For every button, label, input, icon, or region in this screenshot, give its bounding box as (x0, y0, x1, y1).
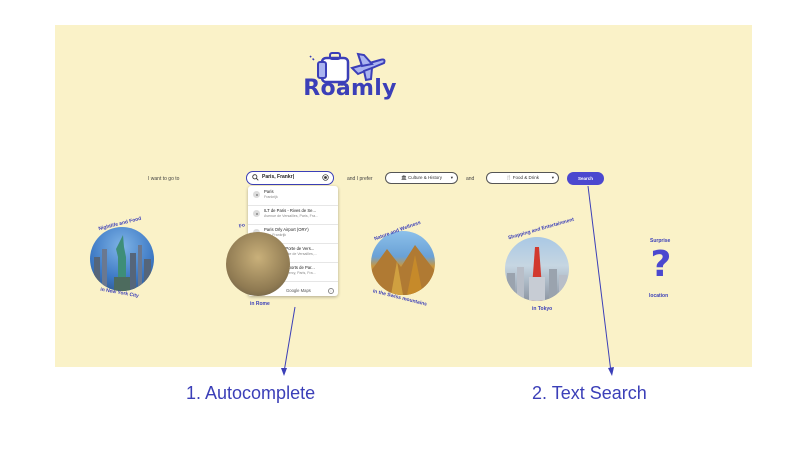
suggestion-subtitle: Frankrijk (264, 195, 278, 199)
preference-select-1-value: 🏛 Culture & History (401, 175, 442, 180)
suggestion-title: Paris Expo Porte de Vers... (264, 246, 315, 251)
google-maps-attribution: Google Maps (286, 288, 311, 293)
suggestion-subtitle: Place de la Porte de Versailles,... (264, 252, 317, 256)
destination-search-input[interactable]: Paris, Frankr| (246, 171, 334, 185)
skyline-icon (94, 235, 151, 291)
suggestion-title: Paris Orly Airport (ORY) (264, 227, 309, 232)
search-icon (252, 174, 259, 181)
autocomplete-suggestion[interactable]: Paris Frankrijk (248, 186, 338, 206)
card-bottom-label: location (649, 293, 669, 299)
suggestion-subtitle: Orly, Frankrijk (264, 233, 287, 237)
arrow-head-icon (281, 368, 287, 376)
suggestion-title: ILT de Paris - Rives de Se... (264, 208, 316, 213)
suggestion-subtitle: Boulevard de Bercy, Paris, Fra... (264, 271, 316, 275)
preference-select-2[interactable]: 🍴 Food & Drink ▾ (486, 172, 559, 184)
app-screenshot-panel (55, 25, 752, 367)
chevron-down-icon: ▾ (450, 175, 453, 180)
card-bottom-label: in Tokyo (532, 306, 553, 312)
tokyo-photo (505, 237, 569, 301)
arrow-head-icon (608, 367, 614, 376)
question-mark-icon: ? (650, 244, 672, 285)
info-icon[interactable]: i (328, 288, 334, 294)
new-york-photo (90, 227, 154, 291)
annotation-autocomplete: 1. Autocomplete (186, 383, 316, 403)
card-bottom-label: in Rome (250, 301, 270, 307)
map-pin-icon (253, 210, 260, 217)
suggestion-title: Paris (264, 189, 274, 194)
suggestion-subtitle: Avenue de Versailles, Paris, Fra... (264, 214, 319, 218)
map-pin-icon (253, 191, 260, 198)
autocomplete-suggestion[interactable]: ILT de Paris - Rives de Se... Avenue de … (248, 205, 338, 225)
destination-prefix-label: I want to go to (148, 176, 180, 182)
card-top-label: Surprise (650, 238, 671, 244)
preference-select-2-value: 🍴 Food & Drink (505, 175, 540, 180)
preference-select-1[interactable]: 🏛 Culture & History ▾ (385, 172, 458, 184)
brand-name: Roamly (303, 76, 397, 101)
chevron-down-icon: ▾ (551, 175, 554, 180)
swiss-mountains-photo (371, 231, 435, 295)
search-input-value: Paris, Frankr| (262, 174, 294, 180)
annotation-text-search: 2. Text Search (532, 383, 647, 403)
suitcase-plane-logo-icon (309, 52, 386, 86)
search-button[interactable]: Search (567, 172, 604, 185)
and-label: and (466, 176, 475, 182)
mountain-trees-icon (371, 245, 435, 295)
clear-input-icon[interactable] (322, 174, 329, 181)
rome-photo (226, 232, 290, 296)
prefer-label: and I prefer (347, 176, 373, 182)
